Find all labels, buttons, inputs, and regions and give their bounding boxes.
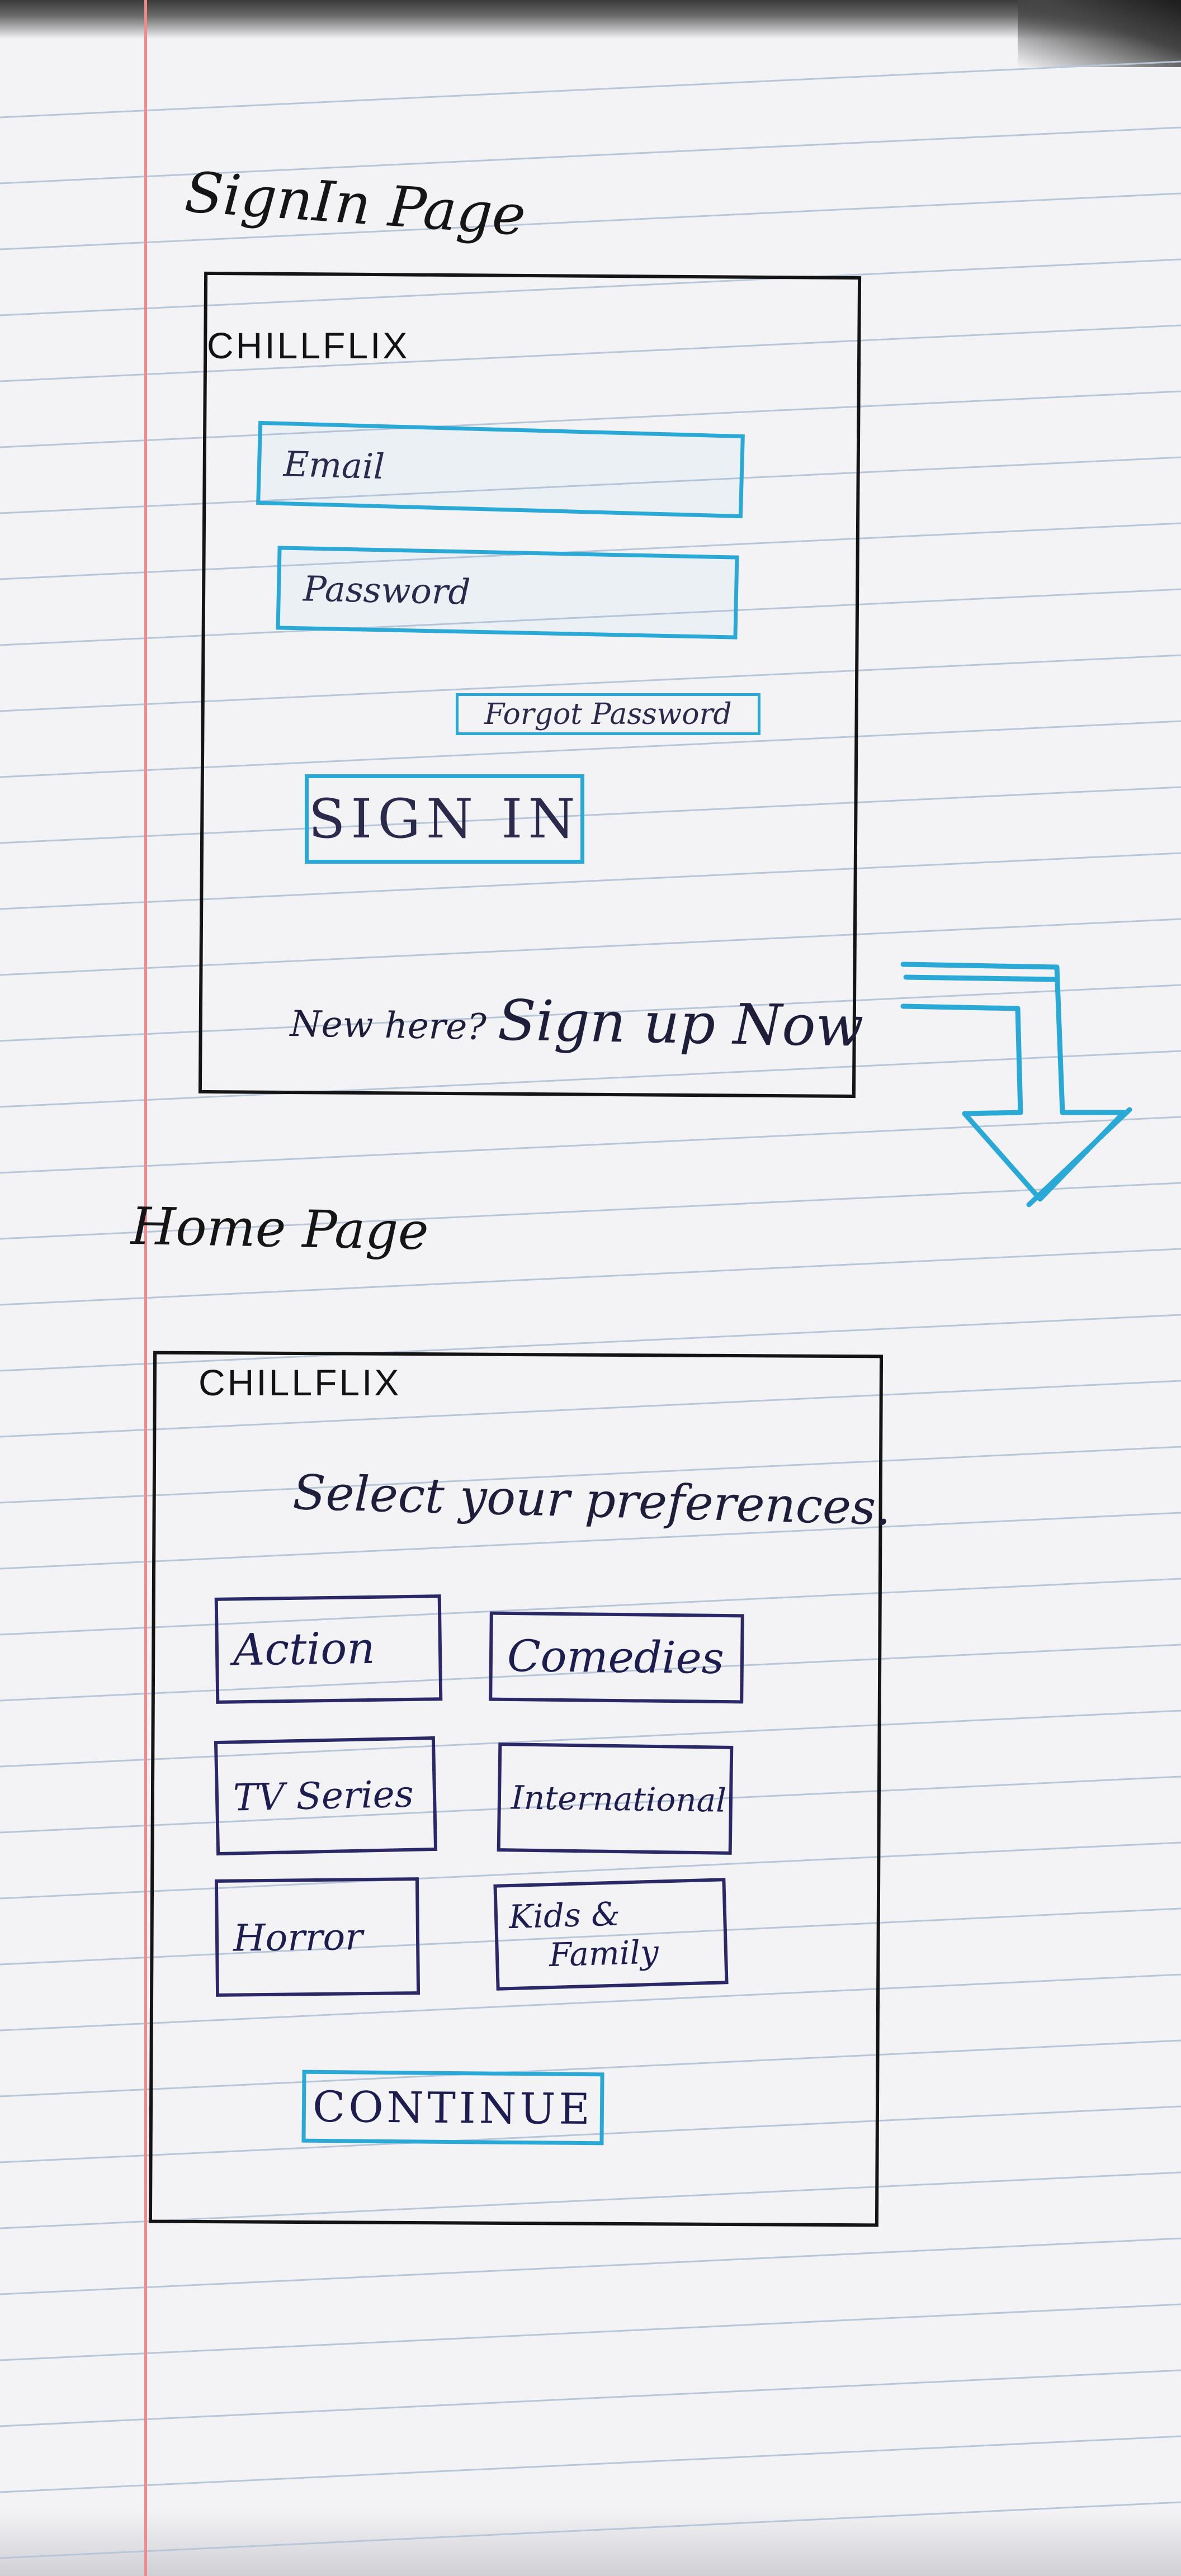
paper-shadow-top <box>0 0 1181 39</box>
signup-prompt: New here? Sign up Now <box>290 984 864 1059</box>
rule-line <box>0 1248 1181 1306</box>
rule-line <box>0 654 1181 712</box>
rule-line <box>0 1182 1181 1240</box>
home-page-heading: Home Page <box>130 1196 429 1262</box>
rule-line <box>0 1446 1181 1504</box>
rule-line <box>0 258 1181 316</box>
email-field[interactable]: Email <box>256 420 745 519</box>
notebook-margin-line <box>144 0 147 2576</box>
home-logo: CHILLFLIX <box>199 1362 401 1403</box>
paper-shadow-corner <box>1018 0 1181 67</box>
rule-line <box>0 522 1181 580</box>
rule-line <box>0 2369 1181 2427</box>
rule-line <box>0 126 1181 184</box>
rule-line <box>0 1314 1181 1372</box>
rule-line <box>0 1841 1181 1900</box>
rule-line <box>0 2501 1181 2559</box>
pref-tv-series-button[interactable]: TV Series <box>214 1736 438 1856</box>
rule-line <box>0 588 1181 646</box>
pref-horror-button[interactable]: Horror <box>214 1877 421 1997</box>
pref-comedies-button[interactable]: Comedies <box>489 1611 744 1704</box>
pref-kids-label: Kids & <box>508 1895 621 1936</box>
pref-family-label: Family <box>549 1933 659 1974</box>
rule-line <box>0 2303 1181 2361</box>
rule-line <box>0 324 1181 382</box>
rule-line <box>0 1380 1181 1438</box>
pref-action-button[interactable]: Action <box>214 1594 443 1704</box>
rule-line <box>0 2039 1181 2097</box>
rule-line <box>0 2105 1181 2163</box>
rule-line <box>0 192 1181 250</box>
rule-line <box>0 1644 1181 1702</box>
new-here-text: New here? <box>290 1003 487 1049</box>
rule-line <box>0 1512 1181 1570</box>
rule-line <box>0 1775 1181 1834</box>
rule-line <box>0 918 1181 976</box>
rule-line <box>0 984 1181 1042</box>
rule-line <box>0 1907 1181 1966</box>
email-placeholder: Email <box>283 443 385 487</box>
rule-line <box>0 852 1181 910</box>
rule-line <box>0 1578 1181 1636</box>
pref-international-button[interactable]: International <box>497 1742 734 1855</box>
signup-link[interactable]: Sign up Now <box>497 987 865 1059</box>
rule-line <box>0 1710 1181 1768</box>
down-arrow-icon <box>900 962 1132 1208</box>
rule-line <box>0 456 1181 514</box>
rule-line <box>0 1973 1181 2032</box>
signin-button[interactable]: SIGN IN <box>305 774 584 864</box>
signin-page-frame <box>198 271 862 1098</box>
rule-line <box>0 2435 1181 2493</box>
pref-kids-family-button[interactable]: Kids & Family <box>493 1878 729 1991</box>
rule-line <box>0 2237 1181 2295</box>
paper-shadow-bottom <box>0 2510 1181 2576</box>
signin-logo: CHILLFLIX <box>207 325 410 366</box>
continue-button[interactable]: CONTINUE <box>301 2070 604 2146</box>
rule-line <box>0 1116 1181 1174</box>
rule-line <box>0 1050 1181 1108</box>
password-placeholder: Password <box>303 567 471 613</box>
rule-line <box>0 720 1181 778</box>
password-field[interactable]: Password <box>276 546 739 640</box>
rule-line <box>0 786 1181 844</box>
rule-line <box>0 60 1181 119</box>
forgot-password-link[interactable]: Forgot Password <box>456 693 760 735</box>
rule-line <box>0 390 1181 448</box>
rule-line <box>0 2171 1181 2229</box>
